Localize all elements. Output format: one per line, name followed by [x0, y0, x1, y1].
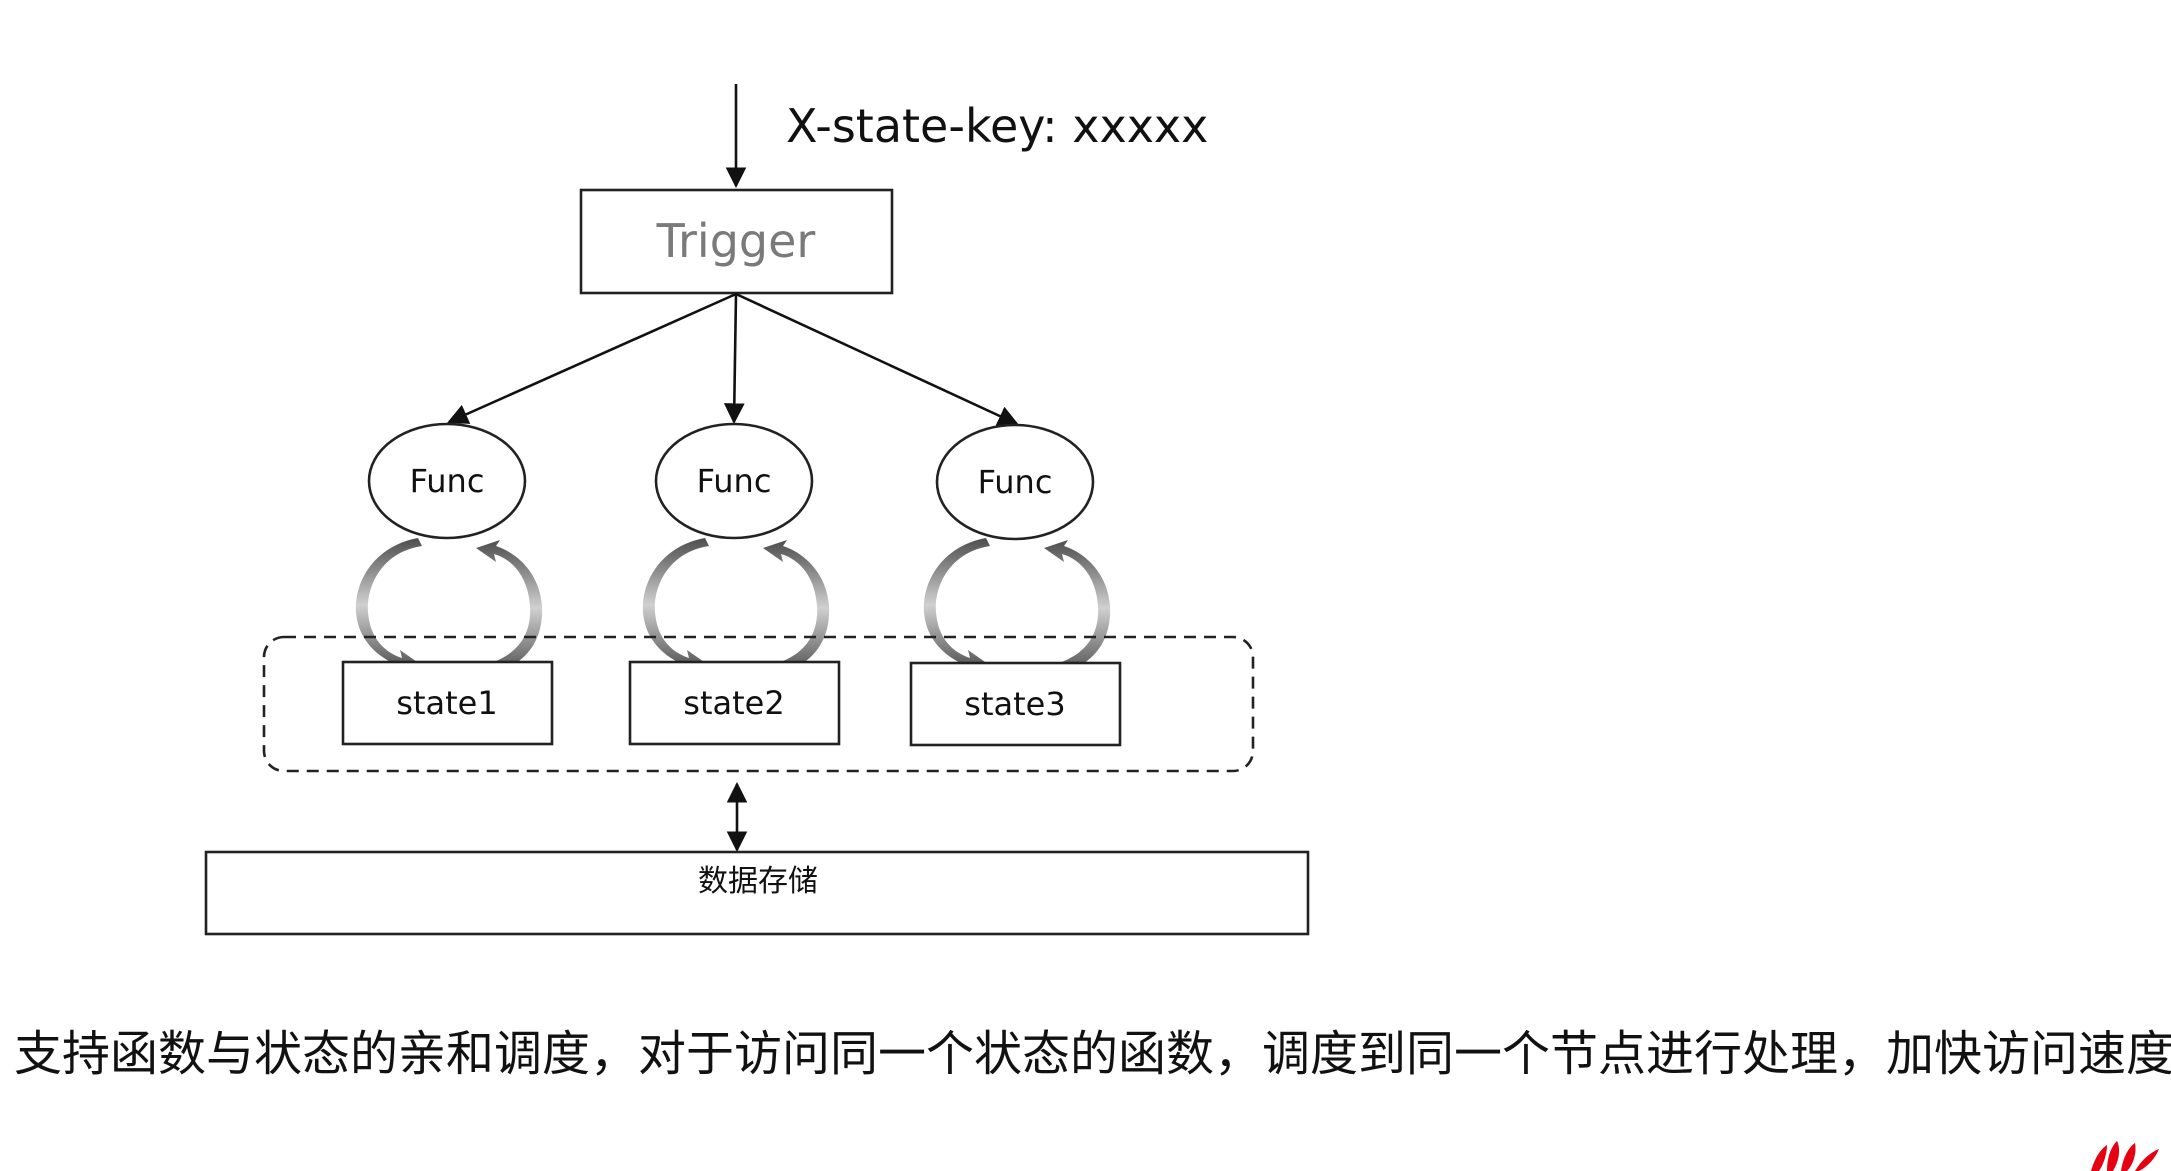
state-node-2: state2: [628, 660, 841, 746]
func-node-3: Func: [935, 423, 1095, 541]
func-state-loop-arrows-3: [923, 538, 1111, 676]
data-storage-node: 数据存储: [204, 850, 1310, 936]
func-state-loop-arrows-1: [355, 538, 543, 676]
func-label-3: Func: [978, 463, 1053, 501]
state-node-3: state3: [909, 661, 1122, 747]
data-storage-label: 数据存储: [698, 864, 818, 899]
trigger-to-func-1-arrow: [447, 292, 737, 424]
trigger-label: Trigger: [656, 214, 816, 268]
state-group-boundary: [262, 635, 1255, 773]
state-key-header-label: X-state-key: xxxxx: [786, 99, 1208, 153]
trigger-to-func-3-arrow: [735, 292, 1019, 426]
func-node-2: Func: [654, 422, 814, 540]
state-label-1: state1: [396, 684, 497, 722]
state-label-3: state3: [964, 685, 1065, 723]
func-node-1: Func: [367, 422, 527, 540]
func-state-loop-arrows-2: [642, 538, 830, 676]
trigger-node: Trigger: [579, 188, 894, 295]
diagram-caption: 支持函数与状态的亲和调度，对于访问同一个状态的函数，调度到同一个节点进行处理，加…: [14, 1026, 2171, 1082]
trigger-to-func-2-arrow: [723, 293, 745, 425]
func-label-1: Func: [410, 462, 485, 500]
huawei-logo-icon: [2091, 1141, 2159, 1171]
state-node-1: state1: [341, 660, 554, 746]
func-label-2: Func: [697, 462, 772, 500]
state-label-2: state2: [683, 684, 784, 722]
